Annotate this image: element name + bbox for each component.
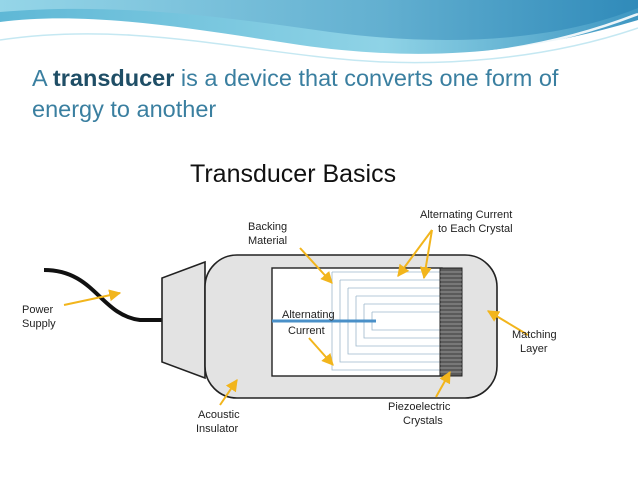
- acoustic-insulator-neck: [161, 260, 206, 380]
- arrow-backing-material: [299, 247, 333, 284]
- label-piezoelectric-1: Piezoelectric: [388, 401, 451, 413]
- header-wave-decoration: [0, 0, 638, 64]
- label-acoustic-insulator-1: Acoustic: [198, 409, 240, 421]
- arrow-matching-layer: [486, 310, 529, 336]
- label-alternating-current-1: Alternating: [282, 309, 335, 321]
- arrow-piezoelectric: [435, 370, 451, 398]
- arrow-acoustic-insulator: [219, 379, 238, 406]
- arrow-to-crystal-left: [397, 229, 433, 277]
- label-ac-to-crystal-2: to Each Crystal: [438, 223, 513, 235]
- label-backing-material-2: Material: [248, 235, 287, 247]
- label-ac-to-crystal-1: Alternating Current: [420, 209, 512, 221]
- arrow-alternating-current: [308, 337, 334, 366]
- label-power-supply-2: Supply: [22, 318, 56, 330]
- label-acoustic-insulator-2: Insulator: [196, 423, 239, 435]
- label-matching-layer-1: Matching: [512, 329, 557, 341]
- label-piezoelectric-2: Crystals: [403, 415, 443, 427]
- arrow-to-crystal-right: [419, 229, 433, 280]
- heading-prefix: A: [32, 65, 53, 91]
- piezoelectric-crystal-stack: [439, 267, 463, 377]
- slide-heading: A transducer is a device that converts o…: [32, 63, 622, 125]
- heading-suffix: is a device that converts one form of en…: [32, 65, 559, 122]
- label-backing-material-1: Backing: [248, 221, 287, 233]
- label-power-supply-1: Power: [22, 304, 54, 316]
- heading-keyword: transducer: [52, 65, 175, 91]
- diagram-title: Transducer Basics: [190, 160, 396, 188]
- callout-arrows: [63, 229, 529, 406]
- arrow-power-supply: [63, 289, 122, 306]
- label-alternating-current-2: Current: [288, 325, 325, 337]
- crystal-stack-stripes: [440, 271, 462, 373]
- label-matching-layer-2: Layer: [520, 343, 548, 355]
- power-cable: [43, 268, 272, 322]
